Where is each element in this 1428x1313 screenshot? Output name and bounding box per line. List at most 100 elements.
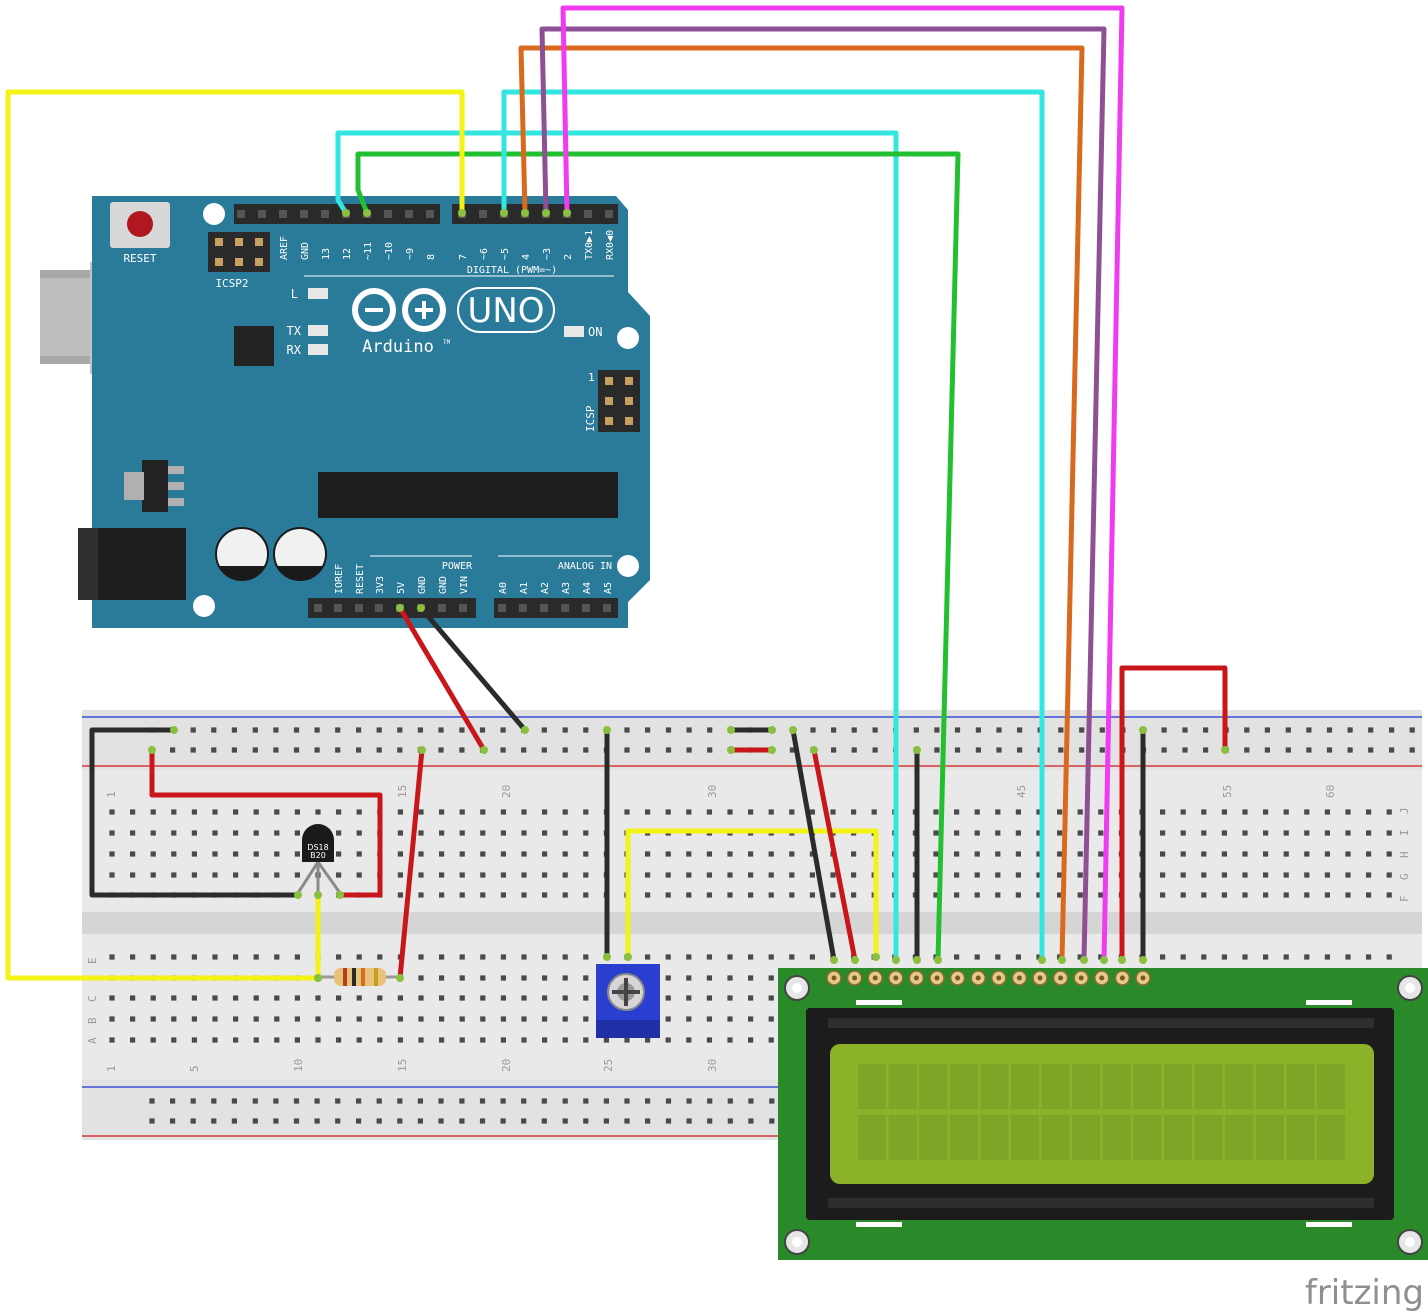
breadboard-hole <box>1098 892 1104 898</box>
header-pin <box>605 417 613 425</box>
breadboard-hole <box>1366 892 1372 898</box>
icsp2-pins <box>215 238 263 266</box>
breadboard-hole <box>109 995 115 1001</box>
breadboard-hole <box>439 995 445 1001</box>
breadboard-hole <box>727 851 733 857</box>
breadboard-hole <box>624 809 630 815</box>
breadboard-hole <box>500 1098 506 1104</box>
breadboard-hole <box>335 1098 341 1104</box>
analog-header <box>494 598 618 618</box>
breadboard-hole <box>562 830 568 836</box>
breadboard-hole <box>727 975 733 981</box>
power-pin-label: VIN <box>459 576 470 594</box>
lcd-cell <box>1286 1115 1315 1160</box>
breadboard-hole <box>500 1118 506 1124</box>
breadboard-hole <box>542 892 548 898</box>
breadboard-hole <box>562 1098 568 1104</box>
breadboard-hole <box>294 954 300 960</box>
header-pin-hole <box>355 604 363 612</box>
breadboard-hole <box>253 1037 259 1043</box>
breadboard-hole <box>768 809 774 815</box>
breadboard-hole <box>171 872 177 878</box>
breadboard-hole <box>665 1016 671 1022</box>
breadboard-hole <box>336 830 342 836</box>
breadboard-hole <box>231 747 237 753</box>
breadboard-hole <box>1242 954 1248 960</box>
breadboard-hole <box>439 892 445 898</box>
breadboard-hole <box>974 851 980 857</box>
digital-pin-label: 2 <box>563 254 574 260</box>
breadboard-hole <box>190 1098 196 1104</box>
led-l <box>308 288 328 299</box>
col-number: 1 <box>105 1065 118 1072</box>
atmega-chip <box>318 472 618 518</box>
digital-pin-label: 7 <box>458 254 469 260</box>
breadboard-hole <box>500 975 506 981</box>
breadboard-hole <box>1283 954 1289 960</box>
wire-lcd-backlight-vcc <box>1119 665 1228 963</box>
breadboard-hole <box>1015 954 1021 960</box>
breadboard-hole <box>1098 830 1104 836</box>
resistor <box>318 968 400 986</box>
breadboard-hole <box>1182 747 1188 753</box>
header-pin <box>215 238 223 246</box>
wire-end <box>458 209 466 217</box>
header-pin-hole <box>426 210 434 218</box>
led-on-label: ON <box>588 325 602 339</box>
header-pin-hole <box>584 210 592 218</box>
header-pin <box>215 258 223 266</box>
breadboard-hole <box>191 1037 197 1043</box>
breadboard-hole <box>686 727 692 733</box>
breadboard-hole <box>645 809 651 815</box>
breadboard-hole <box>583 727 589 733</box>
digital-pin-label: ~6 <box>479 248 490 260</box>
header-pin-hole <box>237 210 245 218</box>
digital-pin-label: 4 <box>521 254 532 260</box>
breadboard-hole <box>1242 809 1248 815</box>
breadboard-hole <box>562 1118 568 1124</box>
breadboard-hole <box>562 954 568 960</box>
breadboard-hole <box>934 727 940 733</box>
reset-button-cap[interactable] <box>127 211 153 237</box>
breadboard-hole <box>1201 809 1207 815</box>
header-pin <box>255 258 263 266</box>
breadboard-hole <box>1347 747 1353 753</box>
breadboard-center-channel <box>82 912 1422 934</box>
breadboard-hole <box>212 809 218 815</box>
breadboard-hole <box>1304 872 1310 878</box>
breadboard-hole <box>252 727 258 733</box>
breadboard-hole <box>975 747 981 753</box>
breadboard-hole <box>233 830 239 836</box>
breadboard-hole <box>933 830 939 836</box>
breadboard-hole <box>809 851 815 857</box>
breadboard-hole <box>1160 892 1166 898</box>
lcd-cell <box>1225 1064 1254 1109</box>
header-pin-hole <box>314 604 322 612</box>
breadboard-hole <box>211 1118 217 1124</box>
breadboard-hole <box>211 747 217 753</box>
breadboard-hole <box>1017 747 1023 753</box>
digital-pin-label: TX0▶1 <box>584 230 595 260</box>
breadboard-hole <box>686 809 692 815</box>
breadboard-hole <box>562 809 568 815</box>
breadboard-hole <box>253 851 259 857</box>
breadboard-hole <box>789 747 795 753</box>
breadboard-hole <box>810 727 816 733</box>
breadboard-hole <box>521 892 527 898</box>
breadboard-hole <box>1386 954 1392 960</box>
col-number: 30 <box>706 785 719 798</box>
breadboard-hole <box>954 872 960 878</box>
breadboard-hole <box>521 975 527 981</box>
breadboard-hole <box>748 1037 754 1043</box>
breadboard-hole <box>541 1118 547 1124</box>
breadboard-hole <box>1324 830 1330 836</box>
breadboard-hole <box>418 809 424 815</box>
potentiometer[interactable] <box>596 964 660 1038</box>
breadboard-hole <box>624 747 630 753</box>
breadboard-hole <box>645 851 651 857</box>
breadboard-hole <box>603 1098 609 1104</box>
wire-end <box>934 956 942 964</box>
col-number: 45 <box>1015 785 1028 798</box>
breadboard-hole <box>1079 747 1085 753</box>
